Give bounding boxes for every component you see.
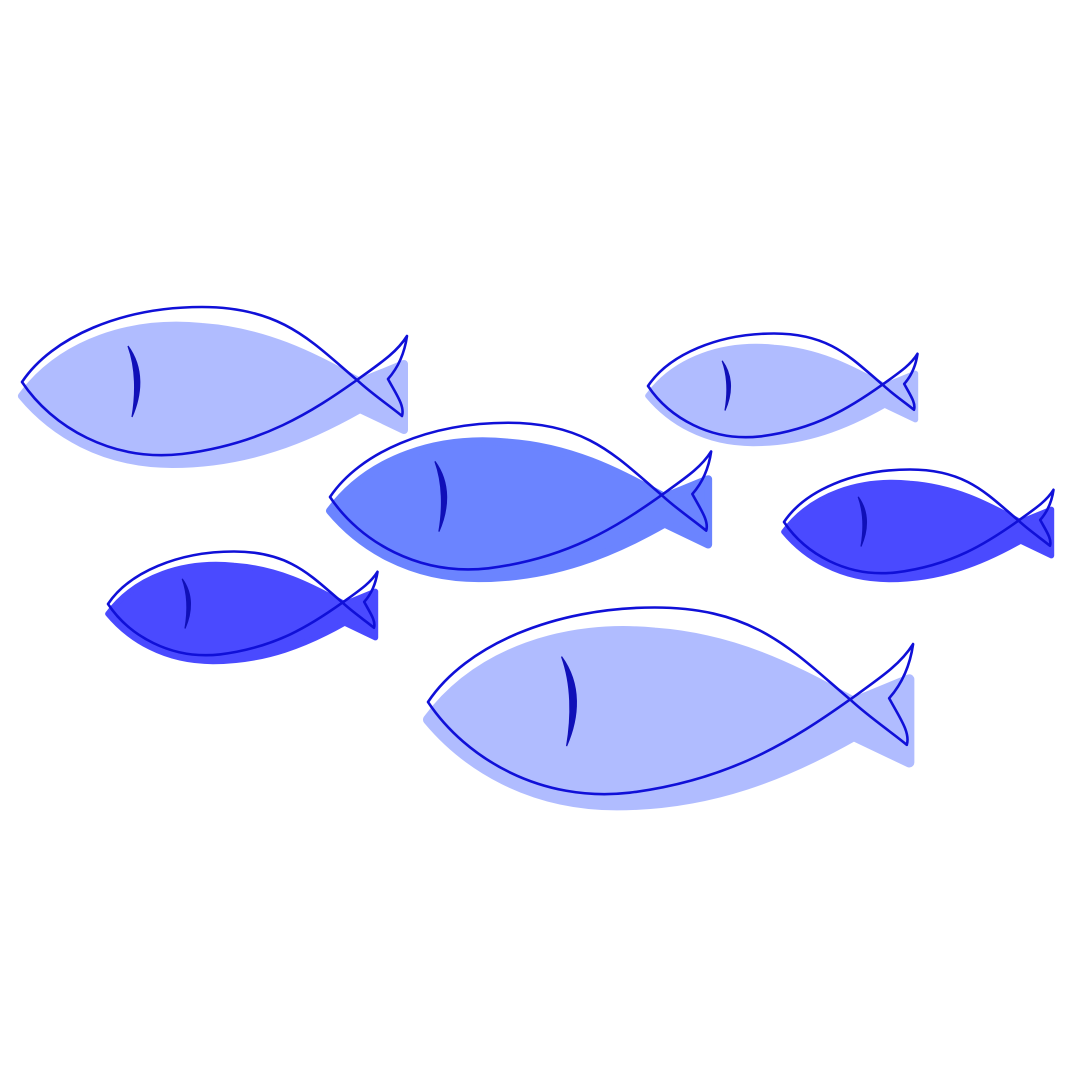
fish-outline (782, 468, 1055, 575)
fish-body-fill (18, 321, 408, 468)
fish-body-fill (645, 343, 919, 447)
fish-outline (20, 305, 409, 457)
fish-body-fill (326, 437, 713, 583)
fish-middle-right (781, 468, 1055, 583)
fish-bottom (422, 606, 915, 811)
fish-left (105, 550, 379, 665)
fish-center (326, 421, 713, 583)
fish-outline (328, 421, 713, 571)
fish-body-fill (422, 626, 915, 811)
fish-outline (646, 332, 919, 439)
fish-top-left (18, 305, 409, 468)
fish-gill (721, 360, 732, 411)
fish-gill (181, 578, 192, 629)
fish-outline (426, 606, 915, 796)
fish-gill (127, 345, 141, 418)
fish-body-fill (781, 479, 1055, 583)
fish-body-fill (105, 561, 379, 665)
fish-outline (106, 550, 379, 657)
fish-top-right (645, 332, 919, 447)
fish-gill (857, 496, 868, 547)
fish-group (18, 305, 1055, 811)
fish-gill (560, 656, 577, 747)
fish-gill (434, 461, 448, 532)
